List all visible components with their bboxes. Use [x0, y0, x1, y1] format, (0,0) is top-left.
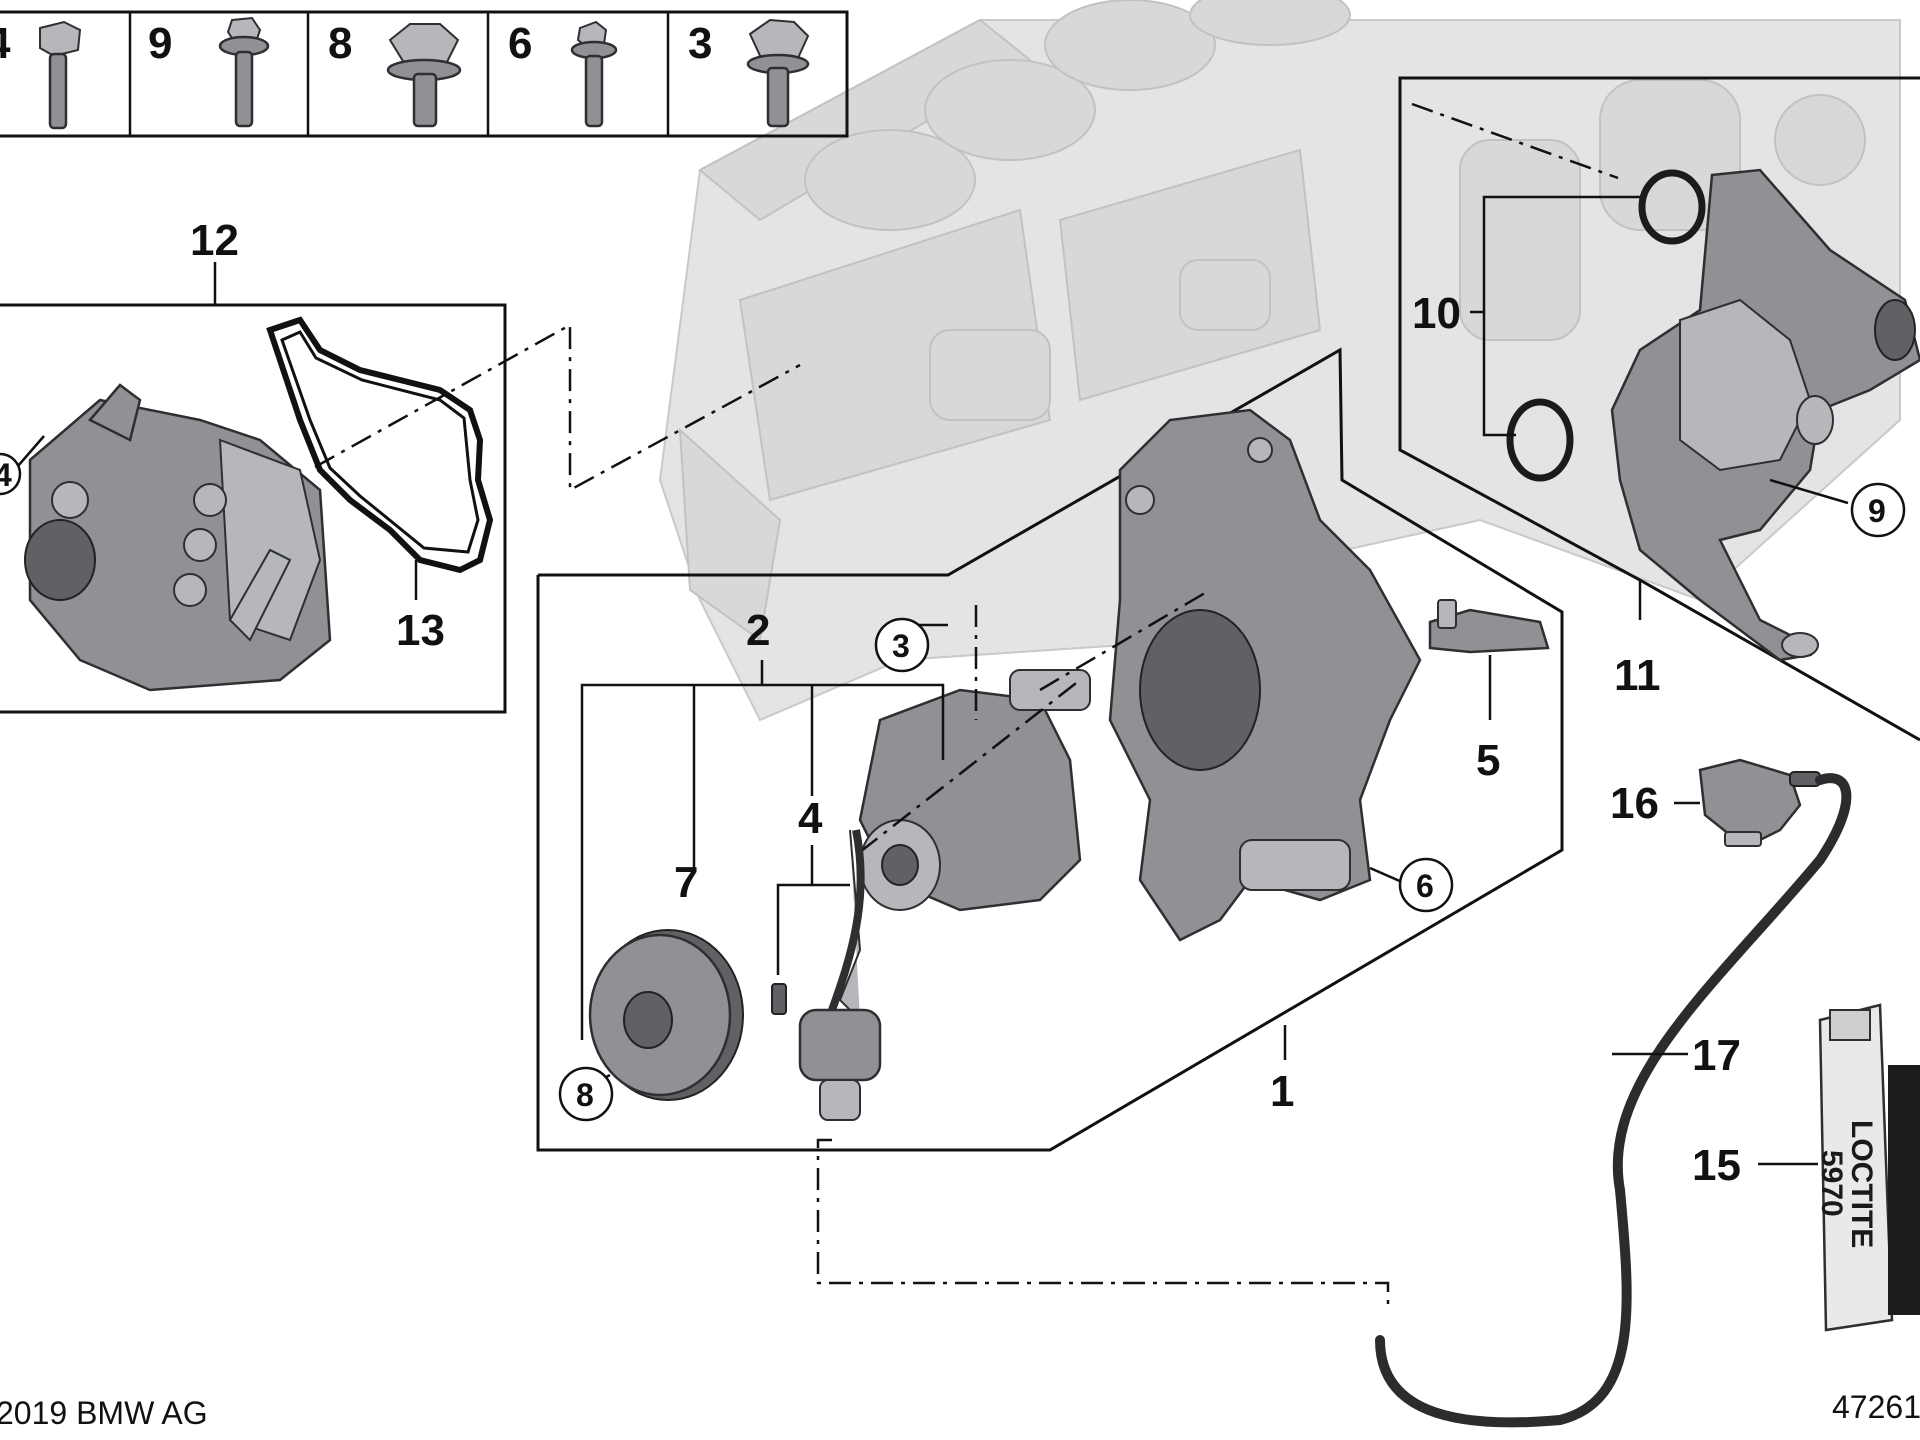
- pump-actuator-4[interactable]: [771, 829, 882, 1121]
- callout-5: 5: [1476, 736, 1500, 785]
- bolt-cell-6[interactable]: 6: [508, 19, 618, 128]
- water-pump-2[interactable]: [858, 669, 1091, 912]
- bolt-number: 4: [0, 19, 11, 68]
- callout-4: 4: [798, 794, 823, 843]
- valve-16[interactable]: [1698, 758, 1821, 847]
- sealant-tube-15[interactable]: LOCTITE 5970: [1815, 1003, 1920, 1332]
- pump-bracket-6[interactable]: [1108, 408, 1422, 942]
- bolt-cell-9[interactable]: 9: [148, 16, 270, 128]
- callout-11: 11: [1614, 651, 1661, 700]
- callout-17: 17: [1692, 1031, 1741, 1080]
- bolt-number: 9: [148, 19, 172, 68]
- copyright-text: 2019 BMW AG: [0, 1395, 208, 1431]
- bolt-cell-4[interactable]: 4: [0, 19, 82, 130]
- bolt-hex-large-icon: [386, 23, 462, 128]
- tube-code: 5970: [1815, 1150, 1848, 1217]
- callout-15: 15: [1692, 1141, 1741, 1190]
- callout-4-left: 4: [0, 457, 12, 493]
- bolt-cell-3[interactable]: 3: [688, 18, 810, 128]
- engine-block-illustration: [658, 0, 1901, 722]
- control-module-housing[interactable]: [24, 383, 332, 692]
- callout-12: 12: [190, 216, 239, 265]
- callout-3: 3: [892, 628, 910, 664]
- callout-10: 10: [1412, 289, 1461, 338]
- group-1: 6 5 2 7 4 3: [536, 347, 1564, 1310]
- bolt-strip: 4 9 8 6: [0, 10, 849, 138]
- thermostat-housing[interactable]: [1610, 168, 1920, 662]
- hose-17[interactable]: [1375, 773, 1852, 1428]
- bolt-number: 6: [508, 19, 532, 68]
- callout-2: 2: [746, 606, 770, 655]
- sensor-5[interactable]: [1428, 599, 1550, 654]
- callout-circle-4: [0, 452, 22, 496]
- bolt-short-icon: [39, 20, 82, 130]
- seal-ring-upper[interactable]: [1638, 169, 1706, 245]
- callout-6: 6: [1416, 868, 1434, 904]
- diagram-number: 47261: [1832, 1389, 1920, 1425]
- bolt-small-icon: [570, 20, 618, 128]
- seal-ring-lower[interactable]: [1506, 398, 1574, 482]
- gasket-13[interactable]: [266, 316, 494, 574]
- callout-9: 9: [1868, 493, 1886, 529]
- bolt-number: 8: [328, 19, 352, 68]
- callout-8: 8: [576, 1077, 594, 1113]
- group-11: 10 9 11: [1398, 76, 1920, 742]
- callout-7: 7: [674, 858, 698, 907]
- bolt-cell-8[interactable]: 8: [328, 19, 462, 128]
- group-12: 12 13 4: [0, 216, 801, 714]
- callout-1: 1: [1270, 1067, 1294, 1116]
- bolt-collar-icon: [746, 18, 810, 128]
- tube-brand: LOCTITE: [1845, 1120, 1878, 1248]
- bolt-number: 3: [688, 19, 712, 68]
- bolt-flanged-icon: [218, 16, 270, 128]
- callout-13: 13: [396, 606, 445, 655]
- callout-16: 16: [1610, 779, 1659, 828]
- pulley-8[interactable]: [588, 929, 744, 1101]
